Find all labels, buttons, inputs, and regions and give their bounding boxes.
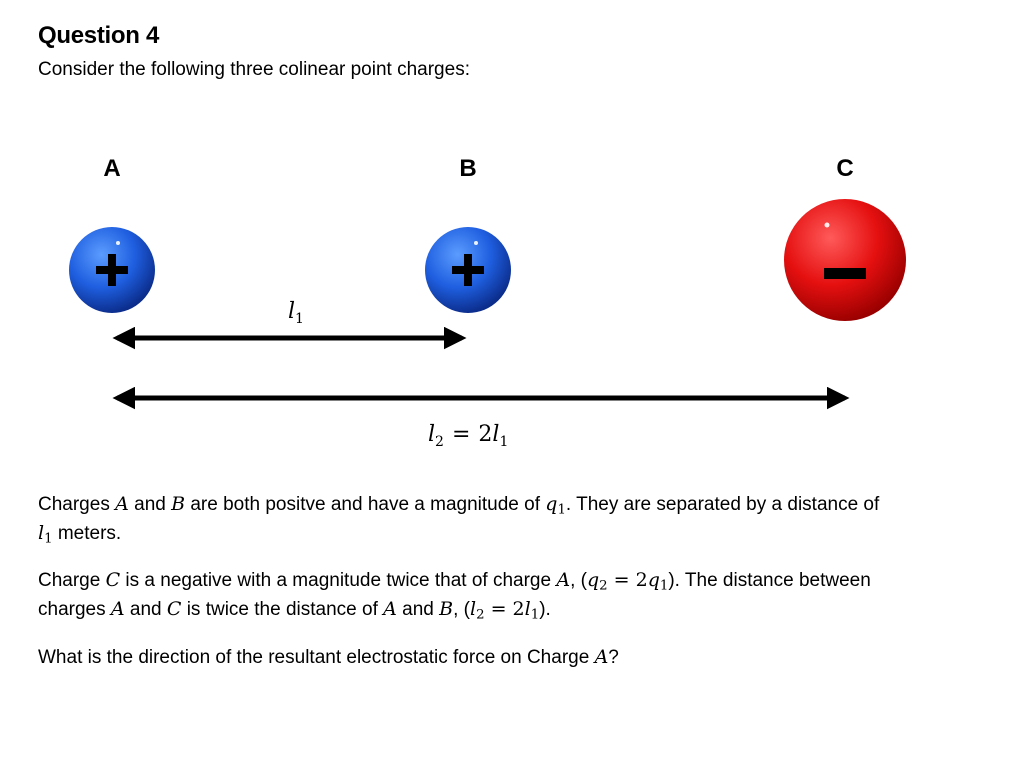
l2-label: l2=2l1 [428, 422, 508, 450]
charge-b [425, 227, 511, 313]
question-prompt: What is the direction of the resultant e… [38, 646, 619, 668]
question-intro: Consider the following three colinear po… [38, 59, 470, 80]
l1-label: l1 [288, 299, 304, 327]
paragraph-charge-c: Charge C is a negative with a magnitude … [38, 569, 871, 623]
charge-c [784, 199, 906, 321]
label-c: C [836, 155, 853, 182]
label-b: B [459, 155, 476, 182]
question-title: Question 4 [38, 22, 160, 49]
charge-a [69, 227, 155, 313]
label-a: A [103, 155, 120, 182]
paragraph-charges-ab: Charges A and B are both positve and hav… [38, 493, 880, 547]
